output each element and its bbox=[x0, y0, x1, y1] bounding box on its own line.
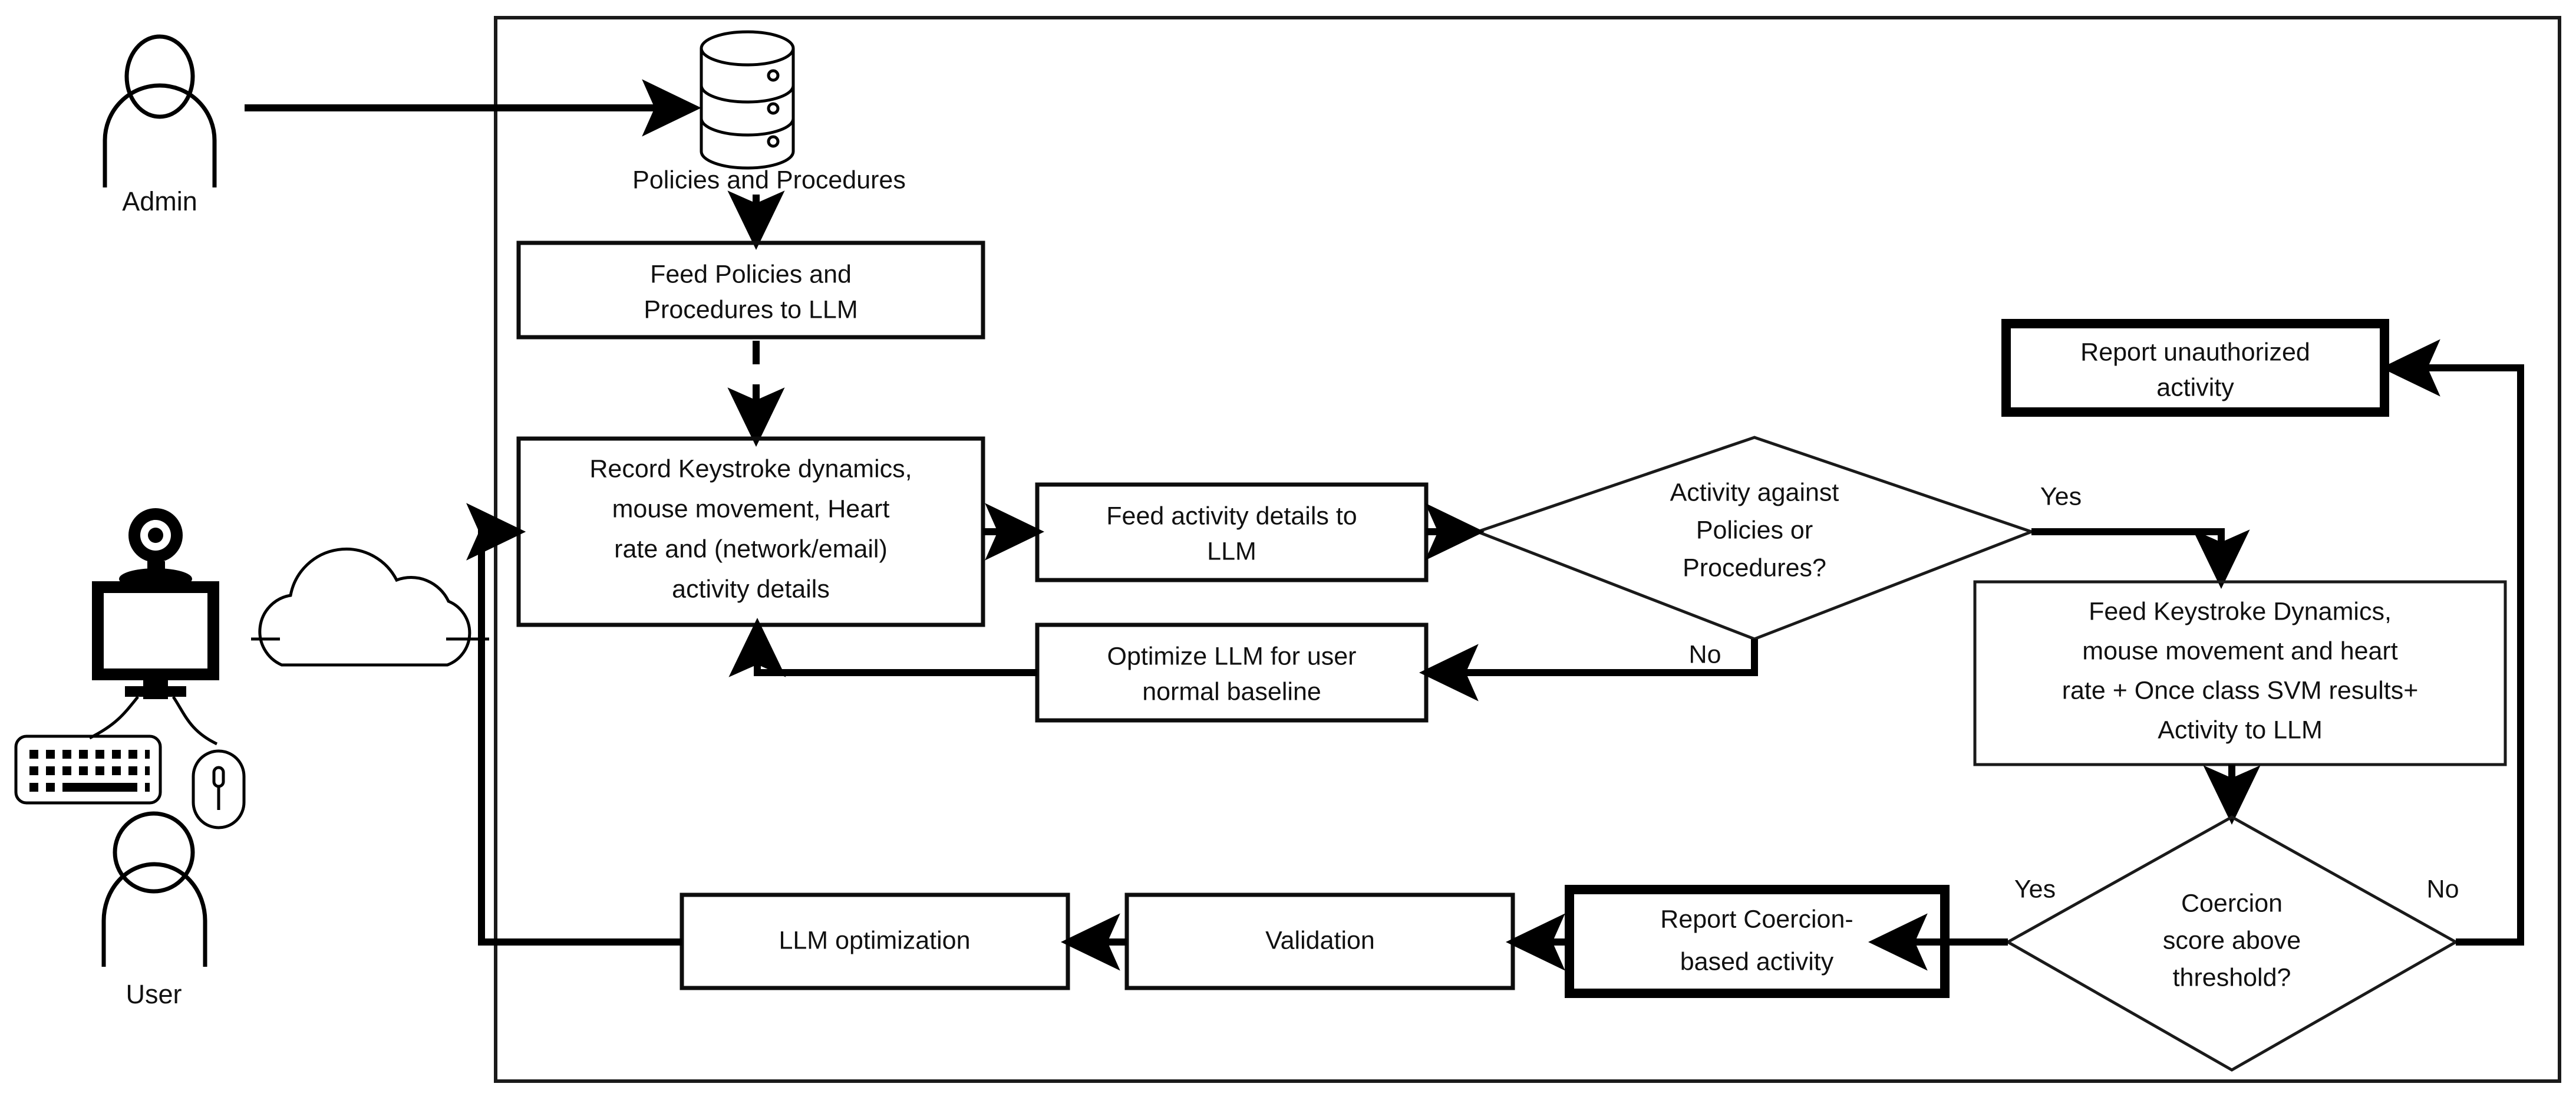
edge-optimize-to-record bbox=[728, 617, 1037, 677]
actor-user-label: User bbox=[126, 979, 182, 1009]
node-coercion-decision-line-2: threshold? bbox=[2173, 963, 2291, 992]
actor-user: User bbox=[101, 811, 207, 1009]
node-policy-decision-line-2: Procedures? bbox=[1683, 554, 1826, 582]
node-coercion-decision-line-1: score above bbox=[2163, 926, 2301, 954]
mouse-icon-wheel bbox=[212, 766, 225, 788]
node-report-unauthorized-line-0: Report unauthorized bbox=[2080, 338, 2310, 366]
person-icon-body bbox=[103, 83, 217, 187]
node-feed-activity-line-1: LLM bbox=[1207, 537, 1256, 565]
node-policy-decision[interactable]: Activity against Policies or Procedures? bbox=[1473, 436, 2036, 641]
node-record-activity-line-1: mouse movement, Heart bbox=[612, 495, 890, 523]
webcam-icon-indicator bbox=[152, 520, 157, 525]
node-report-coercion-line-0: Report Coercion- bbox=[1660, 905, 1853, 933]
actor-admin-label: Admin bbox=[122, 186, 197, 216]
node-validation-line-0: Validation bbox=[1265, 926, 1375, 954]
node-feed-keystroke-svm[interactable]: Feed Keystroke Dynamics, mouse movement … bbox=[1973, 580, 2507, 766]
mouse-cable bbox=[171, 696, 218, 746]
node-feed-policies-shape[interactable] bbox=[516, 241, 985, 340]
edge-policy-decision-yes bbox=[2031, 528, 2250, 589]
node-feed-keystroke-svm-line-3: Activity to LLM bbox=[2158, 716, 2323, 744]
node-feed-policies-line-0: Feed Policies and bbox=[650, 260, 852, 288]
edge-coercion-decision-no bbox=[2380, 339, 2524, 946]
person-icon-body bbox=[101, 862, 207, 967]
keyboard-icon-keys bbox=[29, 750, 150, 792]
node-record-activity[interactable]: Record Keystroke dynamics, mouse movemen… bbox=[516, 436, 985, 627]
node-optimize-llm-line-0: Optimize LLM for user bbox=[1107, 642, 1357, 670]
node-feed-keystroke-svm-line-2: rate + Once class SVM results+ bbox=[2062, 676, 2419, 704]
cloud-icon bbox=[258, 547, 471, 667]
edge-label-policy-no: No bbox=[1689, 640, 1721, 668]
node-feed-keystroke-svm-shape[interactable] bbox=[1973, 580, 2507, 766]
node-feed-activity-shape[interactable] bbox=[1035, 482, 1429, 582]
user-workstation-group bbox=[14, 508, 246, 829]
edge-policy-decision-no bbox=[1419, 639, 1758, 702]
edge-label-policy-yes: Yes bbox=[2040, 482, 2082, 511]
node-coercion-decision[interactable]: Coercion score above threshold? bbox=[2004, 815, 2459, 1072]
node-feed-policies-line-1: Procedures to LLM bbox=[644, 295, 857, 324]
database-icon-led-3 bbox=[767, 135, 780, 148]
person-icon bbox=[113, 811, 195, 894]
node-report-unauthorized-line-1: activity bbox=[2156, 373, 2234, 401]
webcam-icon-lens bbox=[148, 528, 163, 543]
node-report-coercion-shape[interactable] bbox=[1565, 885, 1950, 998]
node-policy-decision-line-1: Policies or bbox=[1696, 516, 1813, 544]
monitor-icon-foot bbox=[125, 686, 186, 697]
node-record-activity-line-0: Record Keystroke dynamics, bbox=[589, 455, 912, 483]
datastore-policies: Policies and Procedures bbox=[632, 30, 906, 194]
node-optimize-llm-shape[interactable] bbox=[1035, 623, 1429, 723]
keyboard-cable bbox=[88, 696, 139, 740]
database-icon-band-2 bbox=[700, 81, 795, 137]
node-llm-optimization-line-0: LLM optimization bbox=[779, 926, 970, 954]
database-icon-band-1 bbox=[700, 48, 795, 104]
keyboard-icon bbox=[14, 735, 162, 805]
datastore-policies-label: Policies and Procedures bbox=[632, 166, 906, 194]
node-report-coercion-line-1: based activity bbox=[1680, 947, 1834, 976]
actor-admin: Admin bbox=[103, 34, 217, 216]
network-cloud bbox=[251, 547, 489, 667]
mouse-icon bbox=[192, 749, 246, 829]
node-feed-policies[interactable]: Feed Policies and Procedures to LLM bbox=[516, 241, 985, 340]
edge-label-coercion-no: No bbox=[2427, 875, 2459, 903]
node-feed-activity-line-0: Feed activity details to bbox=[1106, 502, 1357, 530]
node-coercion-decision-line-0: Coercion bbox=[2181, 889, 2283, 917]
node-record-activity-line-3: activity details bbox=[672, 575, 830, 603]
person-icon bbox=[124, 34, 195, 119]
node-feed-activity[interactable]: Feed activity details to LLM bbox=[1035, 482, 1429, 582]
node-optimize-llm[interactable]: Optimize LLM for user normal baseline bbox=[1035, 623, 1429, 723]
edge-label-coercion-yes: Yes bbox=[2014, 875, 2056, 903]
node-optimize-llm-line-1: normal baseline bbox=[1142, 677, 1321, 706]
database-icon-band-3 bbox=[700, 114, 795, 170]
edge-llm-optimization-feedback bbox=[466, 503, 682, 946]
node-report-coercion[interactable]: Report Coercion- based activity bbox=[1565, 885, 1950, 998]
node-feed-keystroke-svm-line-0: Feed Keystroke Dynamics, bbox=[2089, 597, 2392, 625]
database-icon-led-2 bbox=[767, 102, 780, 115]
node-record-activity-line-2: rate and (network/email) bbox=[614, 535, 888, 563]
monitor-icon-screen bbox=[92, 581, 219, 680]
database-icon-top bbox=[700, 30, 795, 67]
database-icon-led-1 bbox=[767, 69, 780, 82]
node-report-unauthorized[interactable]: Report unauthorized activity bbox=[2001, 319, 2389, 417]
node-llm-optimization[interactable]: LLM optimization bbox=[680, 892, 1070, 990]
node-policy-decision-line-0: Activity against bbox=[1670, 478, 1839, 506]
node-validation[interactable]: Validation bbox=[1124, 892, 1515, 990]
node-feed-keystroke-svm-line-1: mouse movement and heart bbox=[2082, 637, 2397, 665]
